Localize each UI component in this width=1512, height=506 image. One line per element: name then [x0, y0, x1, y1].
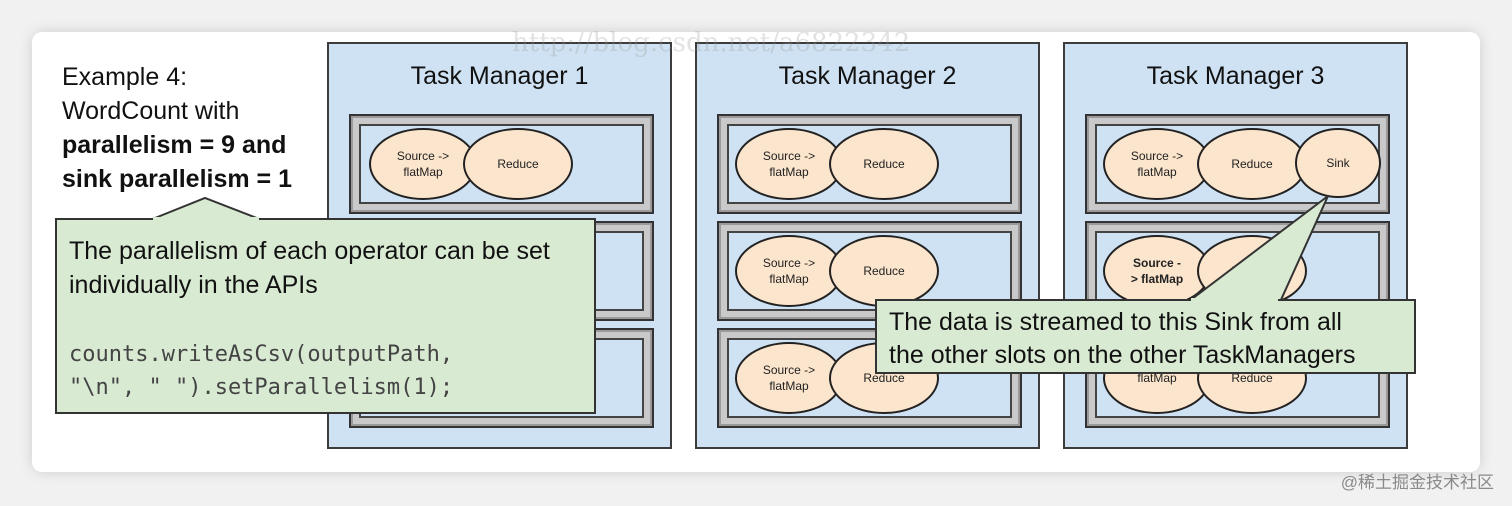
right-callout: The data is streamed to this Sink from a…	[875, 299, 1416, 374]
left-callout-code-2: "\n", " ").setParallelism(1);	[69, 375, 454, 400]
op-label: flatMap	[1137, 165, 1177, 179]
left-callout-code-1: counts.writeAsCsv(outputPath,	[69, 342, 454, 367]
op-label: Reduce	[1231, 157, 1273, 171]
op-label: flatMap	[769, 272, 809, 286]
tm3-slot2-source-op: Source - > flatMap	[1103, 235, 1211, 307]
tm2-slot2-source-op: Source -> flatMap	[735, 235, 843, 307]
right-callout-pointer	[1185, 195, 1329, 303]
op-label: flatMap	[403, 165, 443, 179]
op-label: Source ->	[396, 149, 450, 163]
left-callout-line-1: The parallelism of each operator can be …	[69, 237, 550, 265]
source-credit: @稀土掘金技术社区	[1340, 473, 1494, 492]
op-label: Source ->	[762, 149, 816, 163]
op-label: flatMap	[1137, 371, 1177, 385]
left-callout: The parallelism of each operator can be …	[55, 218, 596, 414]
task-manager-2-title: Task Manager 2	[778, 62, 957, 90]
op-label: Reduce	[497, 157, 539, 171]
tm1-slot1-reduce-op: Reduce	[463, 128, 573, 200]
right-callout-line-2: the other slots on the other TaskManager…	[889, 341, 1356, 369]
right-callout-line-1: The data is streamed to this Sink from a…	[889, 308, 1342, 336]
example-line-3: parallelism = 9 and	[62, 131, 287, 159]
tm3-slot1-reduce-op: Reduce	[1197, 128, 1307, 200]
left-pointer-seam	[153, 217, 259, 221]
task-manager-2: Task Manager 2 Source -> flatMap Reduce S…	[695, 42, 1040, 449]
op-label: Sink	[1326, 156, 1350, 170]
op-label: Source ->	[762, 256, 816, 270]
op-label: Source ->	[762, 363, 816, 377]
right-pointer-seam	[1191, 298, 1278, 302]
op-label: Reduce	[863, 157, 905, 171]
left-callout-line-2: individually in the APIs	[69, 271, 318, 299]
op-label: Reduce	[863, 371, 905, 385]
example-line-4: sink parallelism = 1	[62, 165, 292, 193]
tm3-slot1-sink-op: Sink	[1295, 128, 1381, 198]
op-label: Source -	[1132, 256, 1181, 270]
op-label: flatMap	[769, 165, 809, 179]
task-manager-1-title: Task Manager 1	[410, 62, 589, 90]
tm2-slot2-reduce-op: Reduce	[829, 235, 939, 307]
op-label: > flatMap	[1130, 272, 1184, 286]
watermark: http://blog.csdn.net/a6822342	[512, 28, 911, 58]
task-manager-3-title: Task Manager 3	[1146, 62, 1325, 90]
tm2-slot1-reduce-op: Reduce	[829, 128, 939, 200]
example-line-1: Example 4:	[62, 63, 188, 91]
op-label: Reduce	[1231, 371, 1273, 385]
example-line-2: WordCount with	[62, 97, 240, 125]
op-label: Reduce	[863, 264, 905, 278]
op-label: Source ->	[1130, 149, 1184, 163]
op-label: flatMap	[769, 379, 809, 393]
tm2-slot3-source-op: Source -> flatMap	[735, 342, 843, 414]
tm3-slot-1: Source -> flatMap Reduce Sink	[1085, 114, 1390, 214]
tm3-slot1-source-op: Source -> flatMap	[1103, 128, 1211, 200]
example-description: Example 4: WordCount with parallelism = …	[62, 60, 332, 196]
tm1-slot-1: Source -> flatMap Reduce	[349, 114, 654, 214]
tm2-slot-1: Source -> flatMap Reduce	[717, 114, 1022, 214]
